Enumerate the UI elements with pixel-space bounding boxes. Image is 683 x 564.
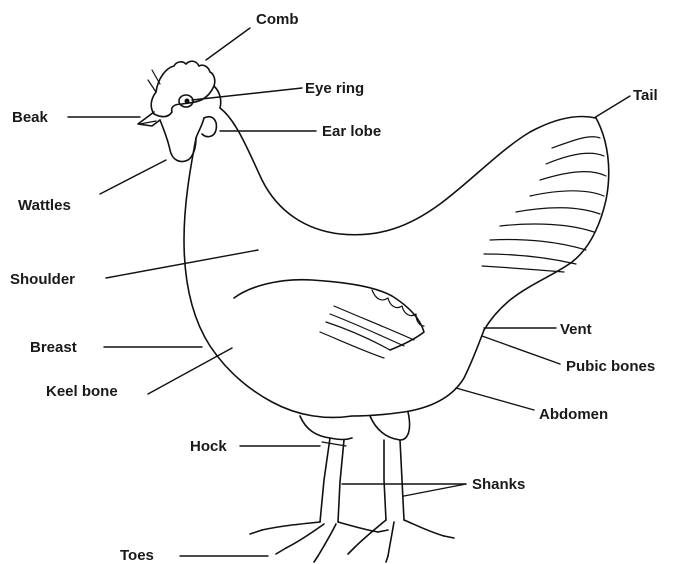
hock-mark	[322, 442, 346, 446]
label-breast: Breast	[30, 339, 77, 356]
label-wattles: Wattles	[18, 197, 71, 214]
wing-outline	[234, 280, 424, 350]
foot-right	[348, 520, 454, 562]
label-shanks: Shanks	[472, 476, 525, 493]
label-comb: Comb	[256, 11, 299, 28]
label-eye-ring: Eye ring	[305, 80, 364, 97]
label-beak: Beak	[12, 109, 49, 126]
label-vent: Vent	[560, 321, 592, 338]
label-toes: Toes	[120, 547, 154, 564]
shank-left	[320, 438, 344, 522]
leader-keel-bone	[148, 348, 232, 394]
neck-back-outline	[220, 108, 596, 235]
leader-lines	[68, 28, 630, 556]
label-hock: Hock	[190, 438, 227, 455]
thigh-left	[300, 416, 352, 440]
leader-abdomen	[456, 388, 534, 410]
leader-tail	[594, 96, 630, 118]
wing-scallops	[372, 290, 424, 326]
label-tail: Tail	[633, 87, 658, 104]
leader-wattles	[100, 160, 166, 194]
eye	[185, 99, 190, 104]
thigh-right	[370, 412, 410, 440]
comb-spike	[148, 70, 160, 92]
tail-feathers	[482, 137, 606, 272]
label-pubic-bones: Pubic bones	[566, 358, 655, 375]
breast-outline	[184, 138, 352, 417]
shank-right	[384, 440, 404, 520]
foot-left	[250, 522, 388, 562]
leader-comb	[206, 28, 250, 60]
leader-pubic-bones	[482, 336, 560, 364]
comb-shape	[156, 61, 215, 92]
label-abdomen: Abdomen	[539, 406, 608, 423]
leader-shanks-2	[404, 484, 466, 496]
label-ear-lobe: Ear lobe	[322, 123, 381, 140]
wing-feathers	[320, 306, 414, 358]
label-keel-bone: Keel bone	[46, 383, 118, 400]
label-shoulder: Shoulder	[10, 271, 75, 288]
labels: Comb Eye ring Tail Beak Ear lobe Wattles…	[10, 11, 658, 564]
leader-shoulder	[106, 250, 258, 278]
face-outline	[160, 118, 204, 162]
abdomen-outline	[352, 330, 484, 416]
